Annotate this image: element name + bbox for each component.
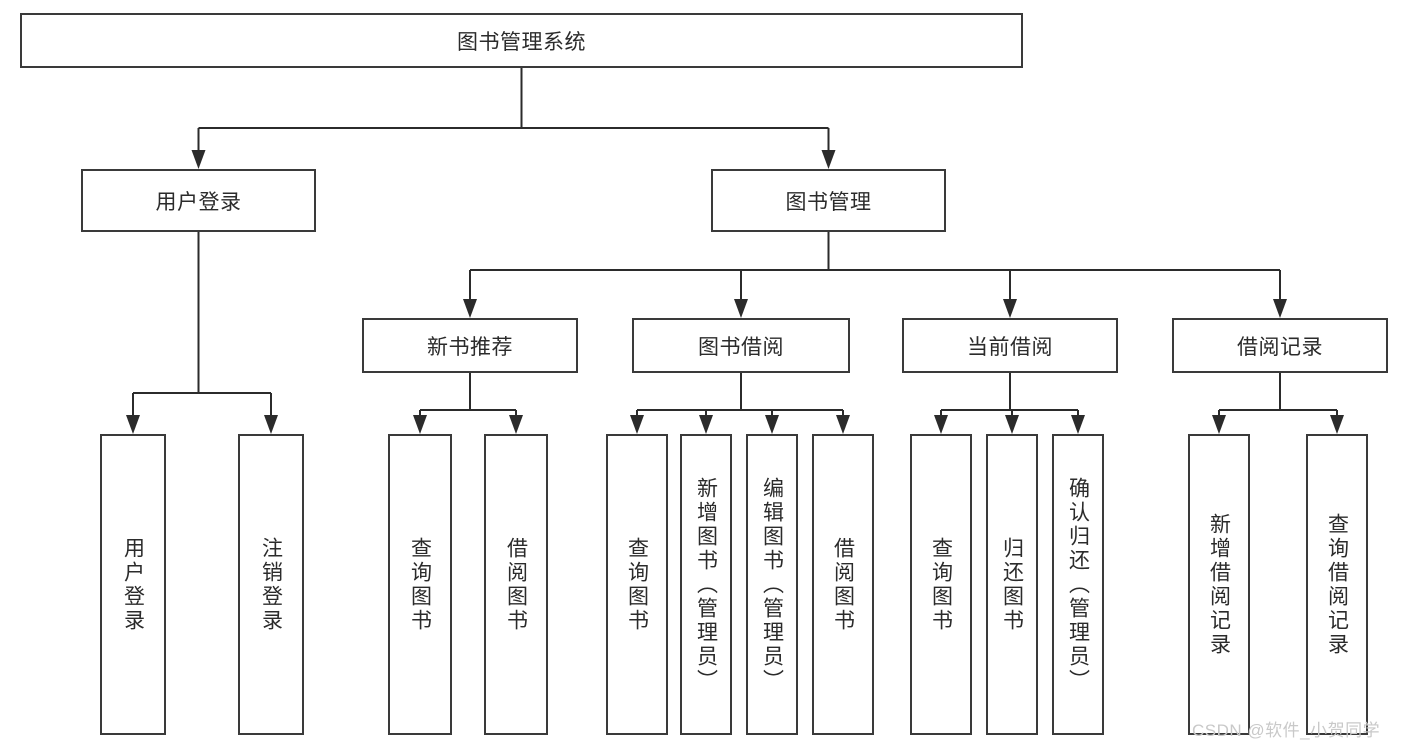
node-新增借阅记录[interactable]: 新增借阅记录 xyxy=(1188,434,1250,735)
node-label: 新书推荐 xyxy=(427,335,513,359)
node-label-vertical: 查询图书 xyxy=(625,536,649,633)
node-label-vertical: 查询借阅记录 xyxy=(1325,512,1349,657)
node-label-vertical: 确认归还（管理员） xyxy=(1066,476,1090,693)
node-label-vertical: 查询图书 xyxy=(408,536,432,633)
node-用户登录[interactable]: 用户登录 xyxy=(100,434,166,735)
node-确认归还管理员[interactable]: 确认归还（管理员） xyxy=(1052,434,1104,735)
node-label-vertical: 用户登录 xyxy=(121,536,145,633)
node-label-vertical: 新增借阅记录 xyxy=(1207,512,1231,657)
node-查询图书[interactable]: 查询图书 xyxy=(388,434,452,735)
node-label-vertical: 编辑图书（管理员） xyxy=(760,476,784,693)
node-label-vertical: 查询图书 xyxy=(929,536,953,633)
node-新书推荐[interactable]: 新书推荐 xyxy=(362,318,578,373)
node-label: 图书管理 xyxy=(785,190,872,214)
node-label: 借阅记录 xyxy=(1237,335,1323,359)
watermark-label: CSDN @软件_小贺同学 xyxy=(1192,721,1381,740)
node-label: 用户登录 xyxy=(155,190,242,214)
node-查询图书[interactable]: 查询图书 xyxy=(606,434,668,735)
node-借阅记录[interactable]: 借阅记录 xyxy=(1172,318,1388,373)
node-新增图书管理员[interactable]: 新增图书（管理员） xyxy=(680,434,732,735)
node-label-vertical: 借阅图书 xyxy=(504,536,528,633)
node-归还图书[interactable]: 归还图书 xyxy=(986,434,1038,735)
node-label-vertical: 新增图书（管理员） xyxy=(694,476,718,693)
node-借阅图书[interactable]: 借阅图书 xyxy=(484,434,548,735)
node-查询借阅记录[interactable]: 查询借阅记录 xyxy=(1306,434,1368,735)
node-图书借阅[interactable]: 图书借阅 xyxy=(632,318,850,373)
node-label-vertical: 借阅图书 xyxy=(831,536,855,633)
node-编辑图书管理员[interactable]: 编辑图书（管理员） xyxy=(746,434,798,735)
node-查询图书[interactable]: 查询图书 xyxy=(910,434,972,735)
node-label: 当前借阅 xyxy=(967,335,1053,359)
node-注销登录[interactable]: 注销登录 xyxy=(238,434,304,735)
node-label-vertical: 注销登录 xyxy=(259,536,283,633)
node-label: 图书管理系统 xyxy=(457,30,586,54)
node-label-vertical: 归还图书 xyxy=(1000,536,1024,633)
node-图书管理系统[interactable]: 图书管理系统 xyxy=(20,13,1023,68)
node-用户登录[interactable]: 用户登录 xyxy=(81,169,316,232)
node-当前借阅[interactable]: 当前借阅 xyxy=(902,318,1118,373)
node-label: 图书借阅 xyxy=(698,335,784,359)
node-图书管理[interactable]: 图书管理 xyxy=(711,169,946,232)
node-借阅图书[interactable]: 借阅图书 xyxy=(812,434,874,735)
